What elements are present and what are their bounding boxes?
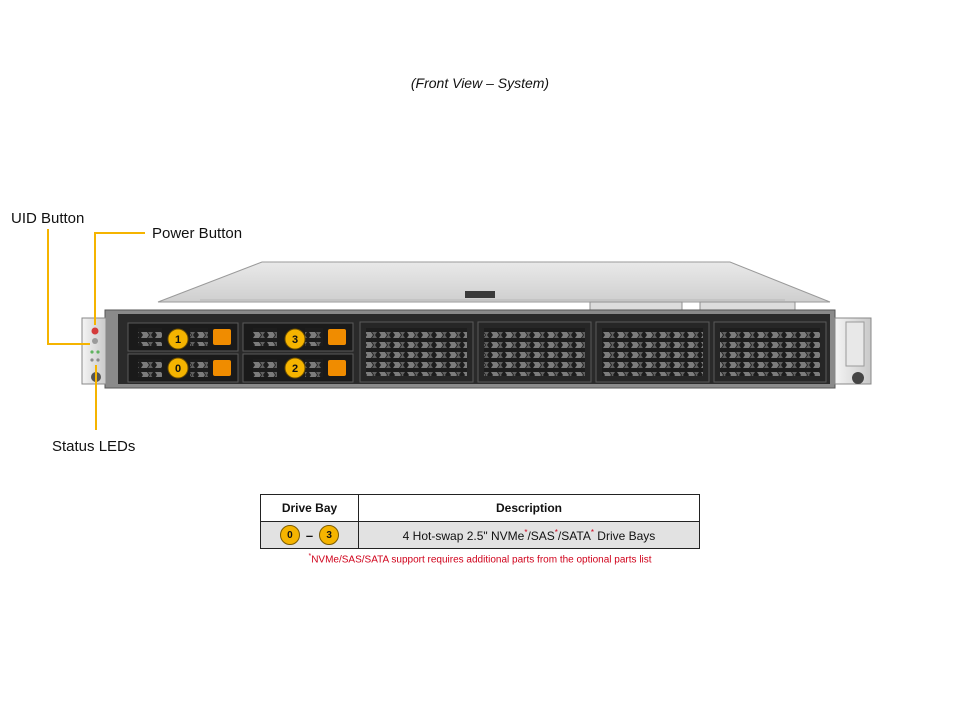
uid-button-callout-line — [47, 229, 90, 345]
drive-bay-1[interactable]: 1 — [127, 322, 239, 352]
status-led-icon — [96, 350, 100, 354]
drive-bay-badge — [167, 328, 189, 350]
table-header-description: Description — [358, 494, 700, 522]
power-button-label: Power Button — [152, 225, 243, 242]
description-cell: 4 Hot-swap 2.5" NVMe*/SAS*/SATA* Drive B… — [358, 521, 700, 549]
status-leds-label: Status LEDs — [52, 438, 136, 455]
drive-bay-start-badge: 0 — [279, 525, 300, 545]
power-button-icon[interactable] — [92, 338, 98, 344]
drive-bay-3[interactable]: 3 — [242, 322, 354, 352]
drive-bay-range-cell: 0 – 3 — [260, 521, 359, 549]
table-header-row: Drive Bay Description — [260, 494, 700, 522]
status-led-icon — [96, 358, 100, 362]
right-rack-ear — [834, 317, 872, 385]
status-led-icon — [90, 350, 94, 354]
view-caption: (Front View – System) — [410, 75, 550, 91]
footnote-marker: * — [308, 553, 312, 560]
drive-bay-badge — [167, 357, 189, 379]
description-suffix: Drive Bays — [593, 528, 656, 543]
vent-module — [595, 321, 710, 383]
drive-bay-label: 0 — [175, 363, 181, 375]
drive-bay-label: 2 — [292, 363, 298, 375]
drive-bay-label: 3 — [292, 334, 298, 346]
footnote-marker: * — [590, 527, 594, 537]
chassis-top — [157, 261, 831, 317]
drive-bay-badge — [284, 357, 306, 379]
drive-bay-label: 1 — [175, 334, 181, 346]
drive-latch-icon[interactable] — [213, 360, 231, 376]
table-row: 0 – 3 4 Hot-swap 2.5" NVMe*/SAS*/SATA* D… — [260, 521, 700, 549]
footnote-marker: * — [554, 527, 558, 537]
range-dash: – — [305, 527, 314, 543]
drive-bay-0[interactable]: 0 — [127, 353, 239, 383]
status-led-icon — [90, 358, 94, 362]
uid-button-icon[interactable] — [91, 327, 99, 335]
footnote: *NVMe/SAS/SATA support requires addition… — [260, 553, 700, 565]
drive-latch-icon[interactable] — [213, 329, 231, 345]
drive-latch-icon[interactable] — [328, 329, 346, 345]
callout-lines — [47, 229, 145, 430]
drive-bay-end-badge: 3 — [319, 525, 340, 545]
left-rack-ear — [81, 317, 107, 385]
vent-module — [477, 321, 592, 383]
table-header-drive-bay: Drive Bay — [260, 494, 359, 522]
drive-bay-table: Drive Bay Description 0 – 3 4 Hot-swap 2… — [260, 494, 700, 549]
description-prefix: 4 Hot-swap 2.5" NVMe — [402, 528, 525, 543]
uid-button-label: UID Button — [11, 210, 85, 227]
drive-bay-range: 0 – 3 — [279, 525, 340, 545]
power-button-callout-line — [94, 232, 145, 325]
vent-module — [359, 321, 474, 383]
description-mid-2: /SATA — [557, 528, 591, 543]
description-mid-1: /SAS — [527, 528, 555, 543]
footnote-marker: * — [524, 527, 528, 537]
drive-bay-2[interactable]: 2 — [242, 353, 354, 383]
front-control-panel — [90, 327, 100, 362]
footnote-text: NVMe/SAS/SATA support requires additiona… — [311, 554, 652, 566]
drive-bay-badge — [284, 328, 306, 350]
drive-latch-icon[interactable] — [328, 360, 346, 376]
vent-module — [713, 321, 827, 383]
